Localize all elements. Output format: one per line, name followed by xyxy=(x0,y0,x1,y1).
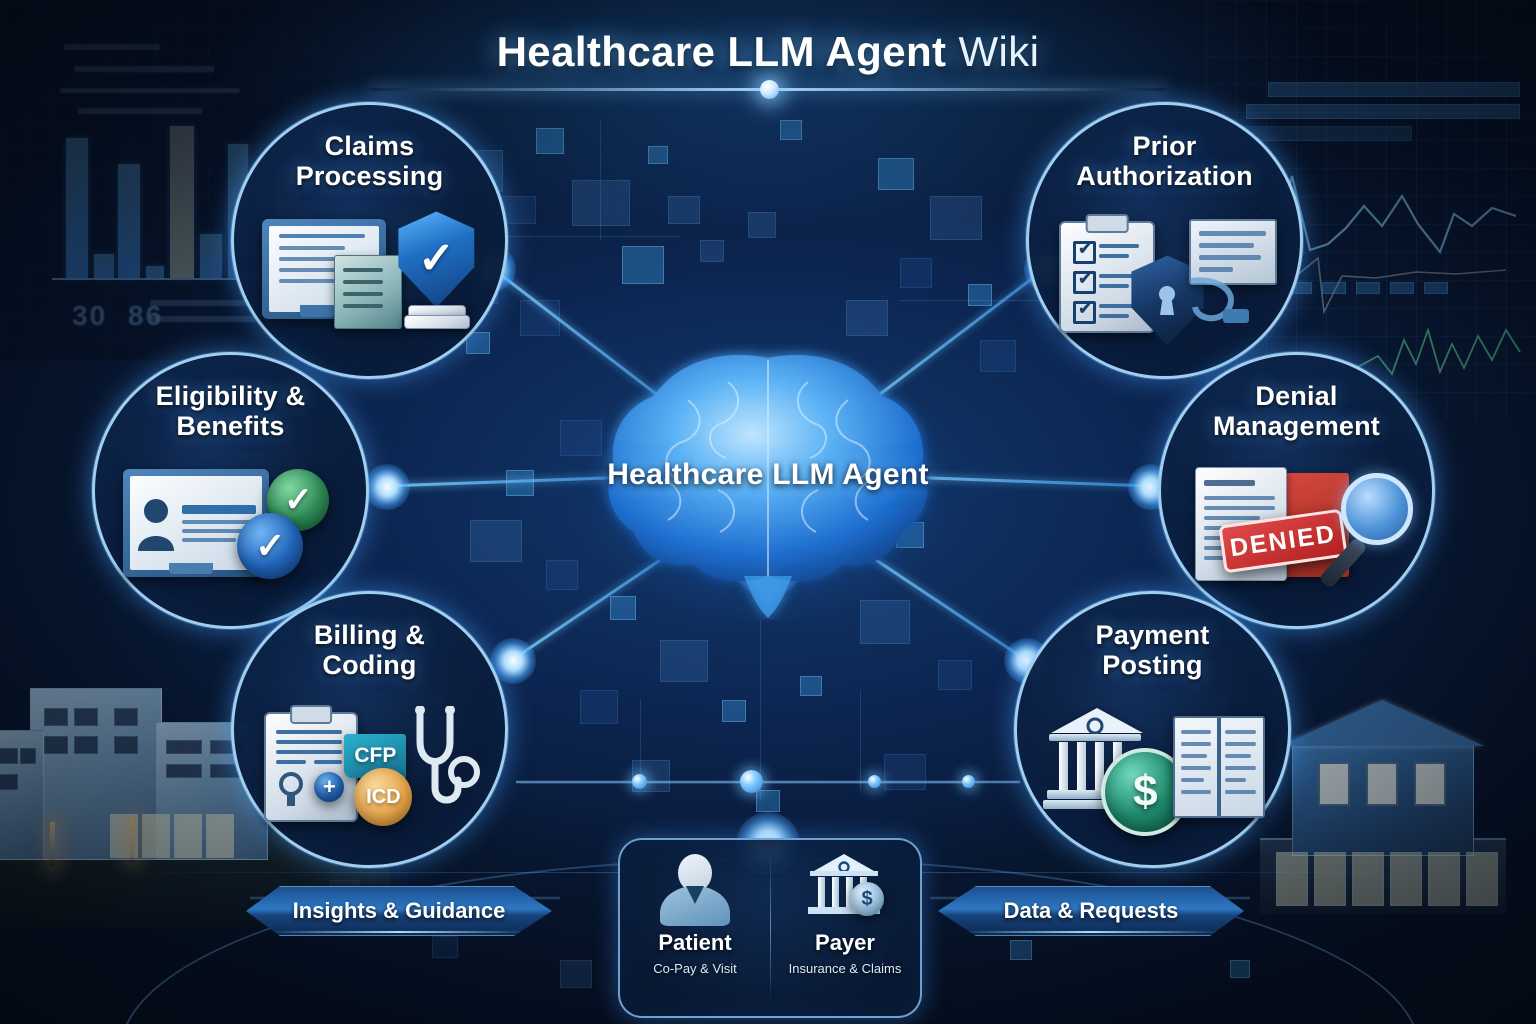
clipboard-medical-icon: + xyxy=(264,705,359,823)
link-glow-node xyxy=(364,464,410,510)
bus-node xyxy=(962,775,975,788)
magnifier-icon xyxy=(1341,473,1414,546)
node-title: Eligibility &Benefits xyxy=(155,381,306,442)
node-artwork: ✓ xyxy=(258,197,480,376)
ledger-book-icon xyxy=(1173,716,1266,819)
node-artwork: ✔ ✔ ✔ xyxy=(1053,197,1278,376)
denied-stamp-label: DENIED xyxy=(1228,519,1338,563)
center-agent-label: Healthcare LLM Agent xyxy=(607,458,929,491)
stethoscope-icon xyxy=(406,705,484,824)
actor-divider xyxy=(770,854,771,1002)
center-agent-node[interactable]: Healthcare LLM Agent xyxy=(508,270,1028,680)
flow-insights-guidance[interactable]: Insights & Guidance xyxy=(246,886,552,936)
monitor-stand xyxy=(169,563,214,575)
shield-check-icon: ✓ xyxy=(398,211,475,308)
flow-label: Data & Requests xyxy=(1003,898,1179,923)
flow-label: Insights & Guidance xyxy=(292,898,506,923)
node-artwork: DENIED xyxy=(1185,447,1414,626)
actor-name: Patient xyxy=(658,930,732,955)
actor-name: Payer xyxy=(815,930,875,955)
actor-subtitle: Insurance & Claims xyxy=(788,961,902,976)
bus-node xyxy=(740,770,763,793)
bank-icon xyxy=(1043,708,1148,816)
node-artwork: ✓ ✓ xyxy=(119,447,341,626)
bank-dollar-icon: $ xyxy=(806,852,884,926)
page-title-suffix: Wiki xyxy=(958,28,1040,75)
actor-payer[interactable]: $ Payer Insurance & Claims xyxy=(770,840,920,1016)
actor-patient[interactable]: Patient Co-Pay & Visit xyxy=(620,840,770,1016)
bank-medallion-icon xyxy=(1086,717,1104,735)
cfp-badge-label: CFP xyxy=(354,744,397,768)
plus-badge-icon: + xyxy=(314,772,345,803)
server-stack-icon xyxy=(334,255,403,330)
bus-node xyxy=(868,775,881,788)
dollar-symbol: $ xyxy=(1133,767,1158,817)
person-silhouette-icon xyxy=(138,499,175,552)
bus-node xyxy=(632,774,647,789)
blue-check-icon: ✓ xyxy=(237,513,304,580)
lock-glyph xyxy=(1159,286,1176,316)
paper-stack-icon xyxy=(404,315,471,330)
monitor-stand xyxy=(300,305,335,318)
actors-panel: Patient Co-Pay & Visit $ Payer Insura xyxy=(618,838,922,1018)
node-title: Billing &Coding xyxy=(313,620,426,681)
node-eligibility-benefits[interactable]: Eligibility &Benefits xyxy=(92,352,369,629)
dollar-symbol: $ xyxy=(861,888,873,910)
brain-icon xyxy=(608,355,928,618)
icd-badge-label: ICD xyxy=(366,785,401,808)
page-title-main: Healthcare LLM Agent xyxy=(496,28,947,75)
medical-symbol-icon xyxy=(279,772,304,807)
connector-cable-icon xyxy=(1191,277,1250,324)
node-billing-coding[interactable]: Billing &Coding + CFP xyxy=(231,591,508,868)
title-glow-orb xyxy=(760,80,779,99)
page-title: Healthcare LLM Agent Wiki xyxy=(0,28,1536,76)
node-artwork: $ xyxy=(1041,686,1266,865)
green-check-icon: ✓ xyxy=(267,469,330,532)
actor-subtitle: Co-Pay & Visit xyxy=(653,961,737,976)
flow-data-requests[interactable]: Data & Requests xyxy=(938,886,1244,936)
person-icon xyxy=(656,852,734,926)
node-artwork: + CFP ICD xyxy=(258,686,481,865)
authorization-document-icon xyxy=(1189,219,1278,286)
icd-badge-icon: ICD xyxy=(354,768,413,827)
